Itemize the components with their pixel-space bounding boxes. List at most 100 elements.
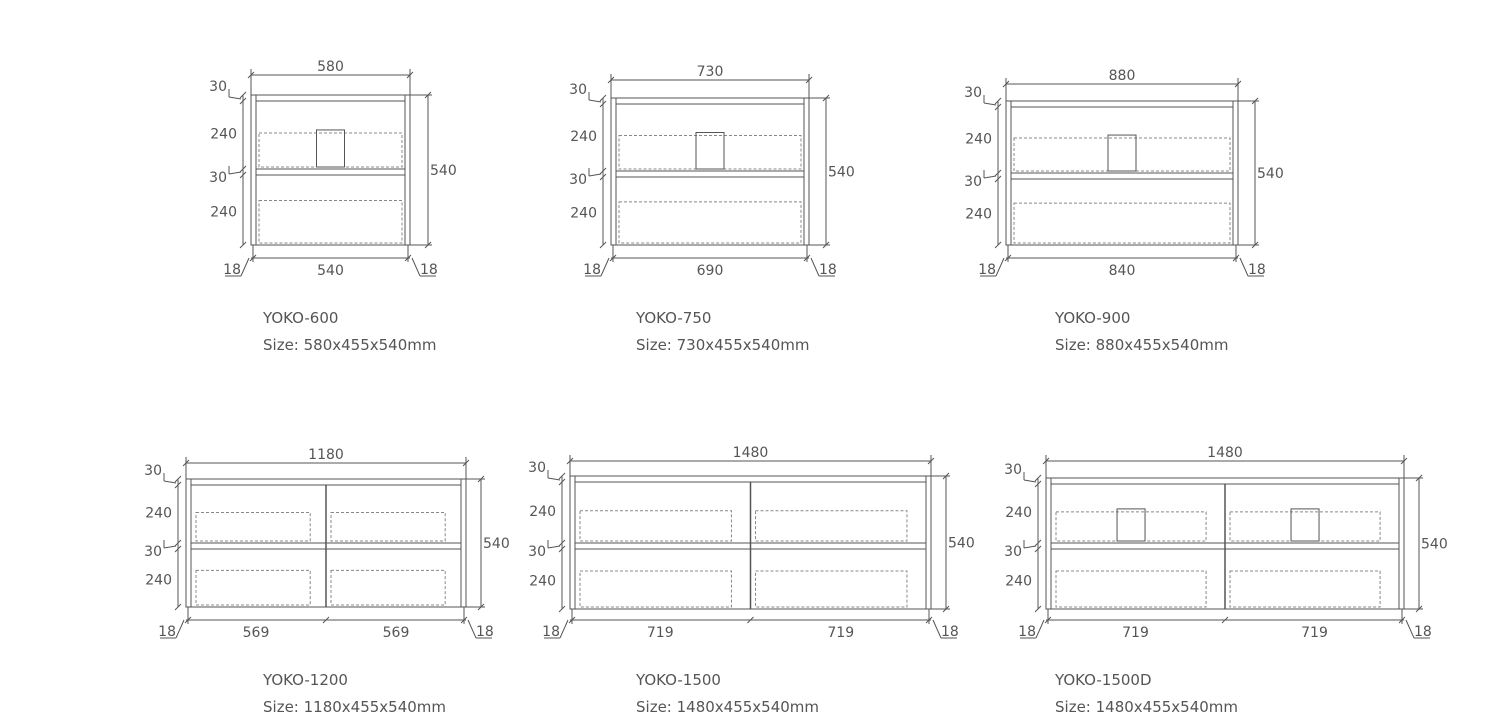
- top-width-label: 880: [1109, 68, 1136, 84]
- lower-drawer-front: [755, 570, 908, 608]
- side-panel-left-label: 18: [978, 262, 996, 278]
- handle-cutout: [1107, 134, 1137, 172]
- upper-drawer-height-label: 240: [529, 504, 556, 520]
- dimension-tick: [462, 459, 470, 467]
- left-side-panel: [1045, 477, 1052, 610]
- dimension-tick: [174, 603, 182, 611]
- height-label: 540: [1257, 166, 1284, 182]
- dimension-tick: [1400, 457, 1408, 465]
- dimension-tick: [994, 103, 1002, 111]
- dimension-tick: [558, 605, 566, 613]
- top-width-label: 730: [697, 64, 724, 80]
- dimension-tick: [247, 71, 255, 79]
- right-side-panel: [1398, 477, 1405, 610]
- dimension-tick: [239, 97, 247, 105]
- dimension-tick: [1002, 80, 1010, 88]
- leader-line: [588, 173, 602, 177]
- dimension-tick: [249, 254, 257, 262]
- dimension-tick: [927, 457, 935, 465]
- upper-drawer-front: [579, 510, 732, 542]
- leader-line: [163, 480, 177, 484]
- lower-drawer-height-label: 240: [145, 573, 172, 589]
- caption-yoko-750: YOKO-750 Size: 730x455x540mm: [636, 307, 809, 361]
- dimension-tick: [1234, 80, 1242, 88]
- height-label: 540: [483, 536, 510, 552]
- leader-line: [467, 619, 477, 639]
- leader-line: [600, 257, 610, 277]
- dimension-tick: [1034, 474, 1042, 482]
- lower-drawer-height-label: 240: [210, 205, 237, 221]
- lower-drawer-front: [1013, 202, 1231, 244]
- dimension-tick: [184, 616, 192, 624]
- dimension-tick: [174, 545, 182, 553]
- dimension-tick: [805, 76, 813, 84]
- caption-yoko-600: YOKO-600 Size: 580x455x540mm: [263, 307, 436, 361]
- middle-rail-label: 30: [569, 172, 587, 188]
- side-panel-right-label: 18: [476, 624, 494, 640]
- bottom-width-label: 719: [827, 625, 854, 641]
- top-panel-label: 30: [209, 79, 227, 95]
- dimension-tick: [994, 241, 1002, 249]
- dimension-tick: [460, 616, 468, 624]
- leader-line: [228, 171, 242, 175]
- dimension-tick: [599, 167, 607, 175]
- leader-line: [995, 257, 1005, 277]
- leader-line: [240, 257, 250, 277]
- leader-line: [411, 257, 421, 277]
- size-label: Size: 1480x455x540mm: [1055, 698, 1239, 716]
- top-panel-label: 30: [964, 85, 982, 101]
- side-panel-left-label: 18: [1018, 624, 1036, 640]
- leader-line: [163, 545, 177, 549]
- middle-rail-label: 30: [528, 544, 546, 560]
- upper-drawer-height-label: 240: [210, 127, 237, 143]
- dimension-tick: [994, 169, 1002, 177]
- side-panel-left-label: 18: [583, 262, 601, 278]
- upper-drawer-front: [330, 511, 446, 542]
- bottom-width-label: 840: [1109, 263, 1136, 279]
- model-name: YOKO-600: [263, 309, 339, 327]
- size-label: Size: 1480x455x540mm: [636, 698, 820, 716]
- dimension-tick: [239, 165, 247, 173]
- lower-drawer-height-label: 240: [965, 207, 992, 223]
- model-name: YOKO-1500: [636, 671, 721, 689]
- dimension-tick: [822, 94, 830, 102]
- dimension-tick: [239, 91, 247, 99]
- handle-cutout: [1116, 508, 1146, 542]
- side-panel-left-label: 18: [542, 624, 560, 640]
- height-label: 540: [430, 163, 457, 179]
- top-panel-label: 30: [144, 463, 162, 479]
- lower-drawer-height-label: 240: [570, 206, 597, 222]
- top-width-label: 1480: [1207, 445, 1243, 461]
- leader-line: [932, 619, 942, 639]
- dimension-tick: [174, 539, 182, 547]
- upper-drawer-front: [195, 511, 311, 542]
- dimension-tick: [404, 254, 412, 262]
- dimension-tick: [424, 91, 432, 99]
- height-label: 540: [828, 165, 855, 181]
- side-panel-left-label: 18: [223, 262, 241, 278]
- dimension-tick: [599, 94, 607, 102]
- left-side-panel: [185, 478, 192, 608]
- dimension-tick: [925, 616, 933, 624]
- left-side-panel: [1005, 100, 1012, 246]
- top-panel-label: 30: [528, 460, 546, 476]
- dimension-tick: [1034, 480, 1042, 488]
- model-name: YOKO-1200: [263, 671, 348, 689]
- right-side-panel: [404, 94, 411, 246]
- dimension-tick: [406, 71, 414, 79]
- side-panel-left-label: 18: [158, 624, 176, 640]
- caption-yoko-1500: YOKO-1500 Size: 1480x455x540mm: [636, 669, 819, 723]
- dimension-tick: [599, 173, 607, 181]
- upper-drawer-height-label: 240: [1005, 505, 1032, 521]
- size-label: Size: 880x455x540mm: [1055, 336, 1229, 354]
- right-side-panel: [1232, 100, 1239, 246]
- right-side-panel: [925, 475, 932, 610]
- lower-drawer-front: [579, 570, 732, 608]
- dimension-tick: [994, 97, 1002, 105]
- dimension-tick: [1004, 254, 1012, 262]
- caption-yoko-1500d: YOKO-1500D Size: 1480x455x540mm: [1055, 669, 1238, 723]
- dimension-tick: [558, 539, 566, 547]
- dimension-tick: [747, 616, 754, 624]
